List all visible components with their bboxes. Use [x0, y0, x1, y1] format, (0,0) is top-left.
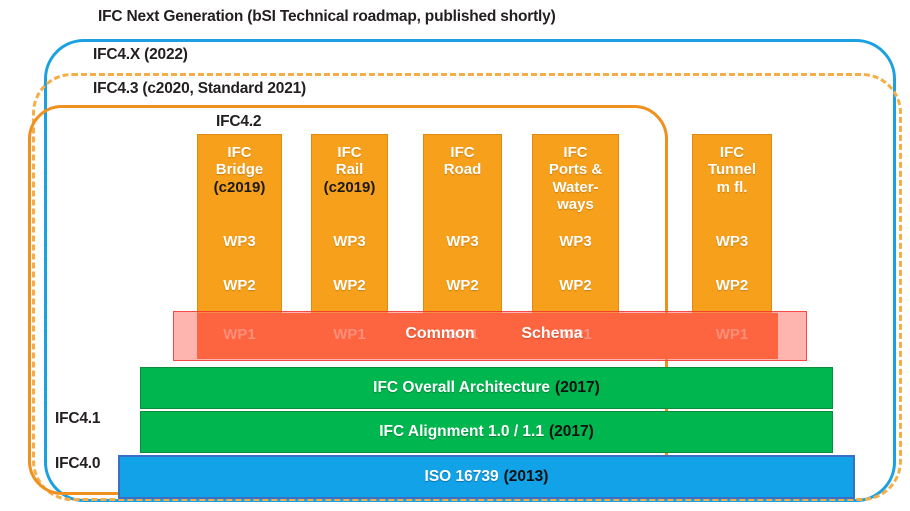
label-ifc4x: IFC4.X (2022)	[93, 46, 188, 63]
bar-iso-16739-label: ISO 16739	[424, 468, 499, 485]
bar-alignment-label: IFC Alignment 1.0 / 1.1	[379, 423, 544, 440]
common-label: Common	[405, 325, 475, 342]
container-ifc43-boundary	[32, 73, 902, 501]
column-road-wp2: WP2	[446, 277, 479, 294]
column-rail-year: (c2019)	[323, 178, 376, 196]
column-bridge-wp3: WP3	[223, 233, 256, 250]
column-road-wp1: WP1	[446, 326, 479, 343]
label-next-generation: IFC Next Generation (bSI Technical roadm…	[98, 8, 556, 25]
column-bridge-wp2: WP2	[223, 277, 256, 294]
column-rail-title: IFC Rail (c2019)	[323, 144, 376, 196]
label-ifc41: IFC4.1	[55, 410, 101, 427]
common-schema-overlay	[173, 311, 807, 361]
column-rail-wp2: WP2	[333, 277, 366, 294]
bar-iso-16739-year: (2013)	[503, 468, 549, 485]
column-rail-wp1: WP1	[333, 326, 366, 343]
column-bridge: IFC Bridge (c2019) WP3 WP2	[197, 134, 282, 354]
label-ifc43: IFC4.3 (c2020, Standard 2021)	[93, 80, 307, 97]
bar-alignment-year: (2017)	[548, 423, 594, 440]
column-road-wp3: WP3	[446, 233, 479, 250]
column-bridge-title: IFC Bridge (c2019)	[213, 144, 266, 196]
column-tunnel-wp3: WP3	[715, 233, 749, 250]
bar-overall-architecture-year: (2017)	[555, 379, 600, 396]
column-bridge-wp1: WP1	[223, 326, 256, 343]
bar-overall-architecture-label: IFC Overall Architecture	[373, 379, 551, 396]
bar-iso-16739: ISO 16739 (2013)	[118, 455, 855, 499]
label-ifc40: IFC4.0	[55, 455, 101, 472]
column-tunnel-title: IFC Tunnel m fl.	[707, 144, 757, 196]
column-tunnel-wp2: WP2	[715, 277, 749, 294]
bar-alignment: IFC Alignment 1.0 / 1.1 (2017)	[140, 411, 833, 453]
column-tunnel-wp1: WP1	[715, 326, 749, 343]
column-road-title: IFC Road	[443, 144, 482, 179]
column-ports-waterways-wp1: WP1	[559, 326, 592, 343]
column-ports-waterways-title: IFC Ports & Water- ways	[548, 144, 603, 213]
schema-label: Schema	[521, 325, 583, 342]
bar-overall-architecture: IFC Overall Architecture (2017)	[140, 367, 833, 409]
column-rail-wp3: WP3	[333, 233, 366, 250]
column-ports-waterways-wp3: WP3	[559, 233, 592, 250]
column-bridge-year: (c2019)	[213, 178, 266, 196]
column-ports-waterways-wp2: WP2	[559, 277, 592, 294]
label-ifc42: IFC4.2	[216, 113, 262, 130]
